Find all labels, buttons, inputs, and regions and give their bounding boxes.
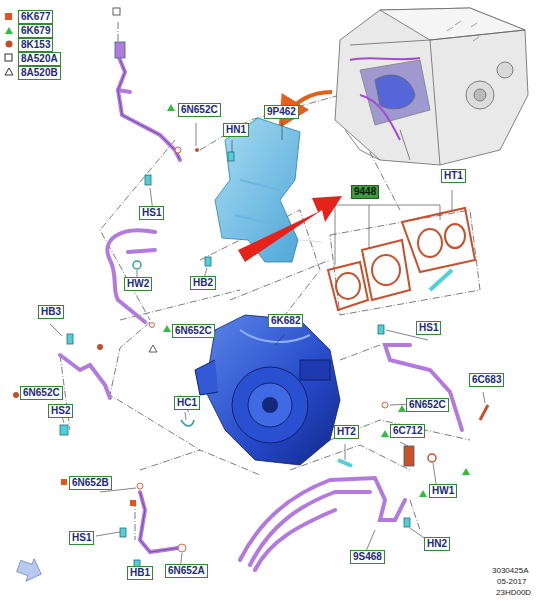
heat-shield xyxy=(215,118,300,262)
callout-number: HW1 xyxy=(429,484,457,498)
legend-entry: 8A520B xyxy=(18,66,61,80)
callout-number: 6N652C xyxy=(178,103,221,117)
callout-number: 6C683 xyxy=(469,373,504,387)
attention-arrow xyxy=(238,196,342,262)
legend-entry: 6K677 xyxy=(18,10,53,24)
callout-number: HS2 xyxy=(48,404,73,418)
callout-number: HT1 xyxy=(441,169,466,183)
callout-number: HS1 xyxy=(69,531,94,545)
drawing-code: 23HD00D xyxy=(496,588,531,597)
callout-number: HB3 xyxy=(38,305,64,319)
direction-arrow xyxy=(15,555,46,586)
legend-symbols xyxy=(5,13,13,75)
oil-pipe xyxy=(60,60,462,570)
callout-number: HB1 xyxy=(127,566,153,580)
callout-number: 6N652C xyxy=(406,398,449,412)
drawing-code: 05-2017 xyxy=(497,577,526,586)
turbocharger xyxy=(195,315,340,465)
callout-number: 6N652C xyxy=(172,324,215,338)
callout-number: HT2 xyxy=(334,425,359,439)
legend-entry: 6K679 xyxy=(18,24,53,38)
guide-lines xyxy=(60,22,480,540)
callout-number: HS1 xyxy=(416,321,441,335)
legend-marker xyxy=(13,8,470,497)
legend-entry: 8A520A xyxy=(18,52,61,66)
drawing-code: 3030425A xyxy=(492,566,528,575)
callout-number: HC1 xyxy=(174,396,200,410)
fitting xyxy=(49,42,488,569)
callout-number: 6K682 xyxy=(268,314,303,328)
callout-number: HN2 xyxy=(424,537,450,551)
callout-number: 9448 xyxy=(351,185,379,199)
callout-number: 9S468 xyxy=(350,550,385,564)
callout-number: HN1 xyxy=(223,123,249,137)
callout-number: 6N652A xyxy=(165,564,208,578)
callout-number: 6C712 xyxy=(390,424,425,438)
leader-line xyxy=(40,123,485,572)
callout-number: HB2 xyxy=(190,276,216,290)
callout-number: 6N652B xyxy=(69,476,112,490)
callout-number: 6N652C xyxy=(20,386,63,400)
callout-number: HW2 xyxy=(124,277,152,291)
gasket xyxy=(328,208,475,310)
engine-illustration xyxy=(335,8,528,165)
legend-entry: 8K153 xyxy=(18,38,53,52)
callout-number: HS1 xyxy=(139,206,164,220)
callout-number: 9P462 xyxy=(264,105,299,119)
